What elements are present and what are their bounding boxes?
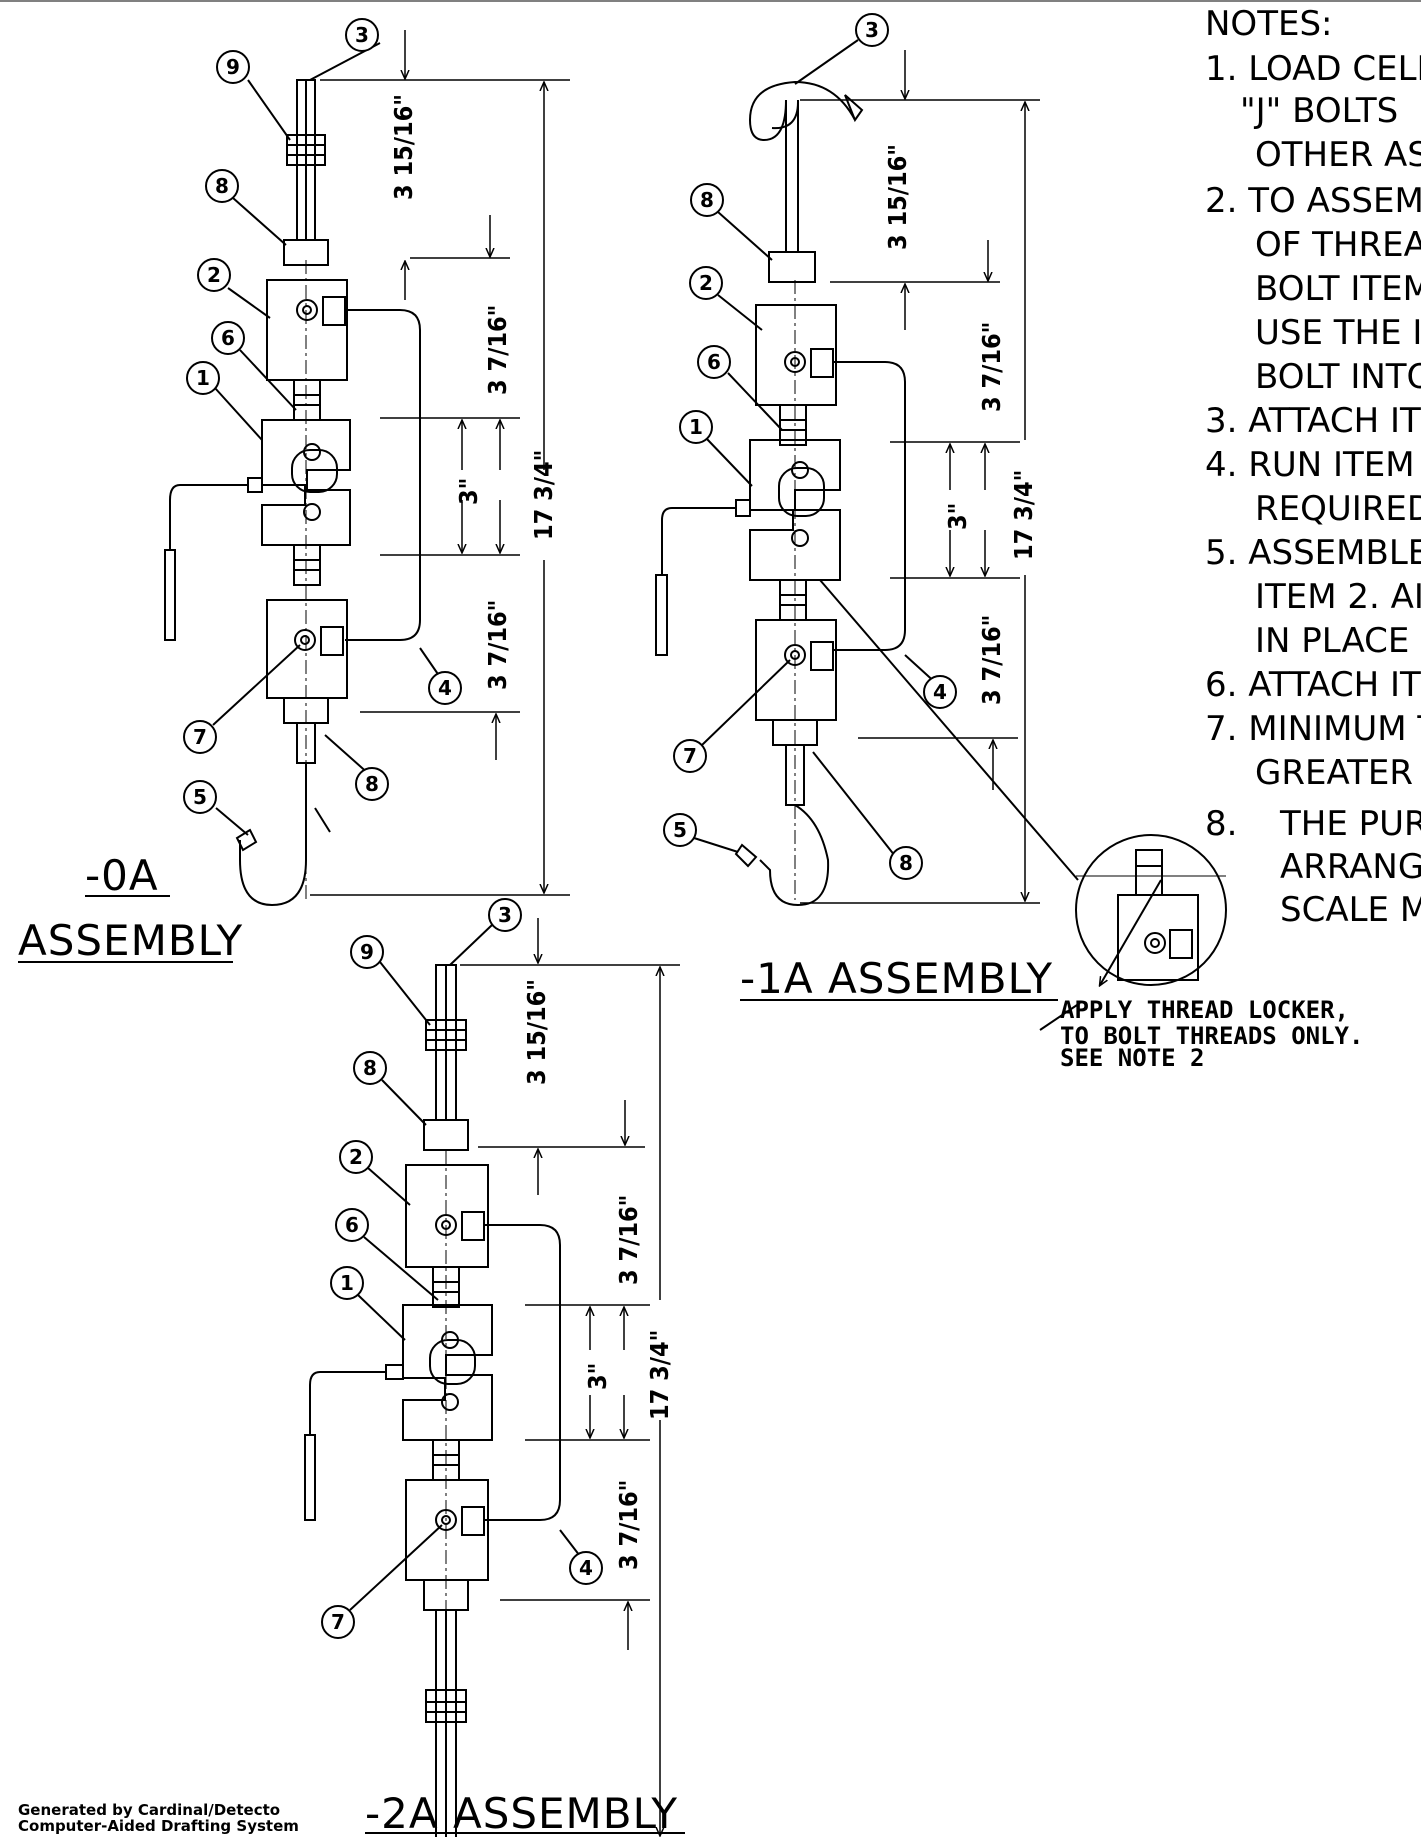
note-line: ITEM 2. AI (1255, 577, 1421, 617)
note-line: REQUIRED. (1255, 489, 1421, 529)
note-line: 3. ATTACH IT (1205, 401, 1421, 441)
note-line: 7. MINIMUM T (1205, 709, 1421, 749)
balloon-1a-3: 3 (865, 18, 879, 42)
balloon-0a-9: 9 (226, 55, 240, 79)
note-line: 5. ASSEMBLE (1205, 533, 1421, 573)
balloon-2a-8: 8 (363, 1056, 377, 1080)
note-line: SCALE MA (1280, 890, 1421, 930)
note-line: GREATER (1255, 753, 1413, 793)
assembly-1a-balloons (663, 13, 957, 880)
footer-line1: Generated by Cardinal/Detecto (18, 1801, 280, 1819)
dim-1a-17-3-4: 17 3/4" (1009, 470, 1038, 560)
note-line: USE THE I (1255, 313, 1421, 353)
assembly-2a (304, 964, 561, 1837)
balloon-2a-3: 3 (498, 903, 512, 927)
note-line: 6. ATTACH IT (1205, 665, 1421, 705)
dim-2a-3-7-16-upper: 3 7/16" (614, 1195, 643, 1285)
assembly-1a-dimensions (800, 50, 1040, 904)
assembly-0a-dimensions (310, 30, 570, 896)
balloon-0a-7: 7 (193, 725, 207, 749)
detail-note-line1: APPLY THREAD LOCKER, (1060, 996, 1349, 1024)
assembly-0a-title-line1: -0A (85, 851, 159, 900)
balloon-2a-4: 4 (579, 1556, 593, 1580)
note-line: OF THREA (1255, 225, 1421, 265)
note-line: "J" BOLTS (1240, 91, 1398, 131)
notes-title: NOTES: (1205, 4, 1332, 44)
assembly-0a-balloons (183, 18, 462, 836)
balloon-1a-1: 1 (689, 415, 703, 439)
detail-view (1075, 834, 1227, 985)
balloon-1a-4: 4 (933, 680, 947, 704)
note-line: IN PLACE (1255, 621, 1409, 661)
balloon-0a-4: 4 (438, 676, 452, 700)
balloon-0a-8: 8 (215, 174, 229, 198)
note-line: 1. LOAD CELL (1205, 49, 1421, 89)
dim-1a-3-7-16-lower: 3 7/16" (977, 615, 1006, 705)
note-line: BOLT ITEM (1255, 269, 1421, 309)
note-line: ARRANGE (1280, 847, 1421, 887)
dim-1a-3: 3" (943, 503, 972, 530)
assembly-2a-balloons (321, 898, 603, 1639)
dim-2a-17-3-4: 17 3/4" (645, 1330, 674, 1420)
balloon-2a-9: 9 (360, 940, 374, 964)
balloon-1a-8: 8 (700, 188, 714, 212)
dim-0a-17-3-4: 17 3/4" (529, 450, 558, 540)
balloon-1a-2: 2 (699, 271, 713, 295)
balloon-0a-2: 2 (207, 263, 221, 287)
note-line: OTHER AS (1255, 135, 1421, 175)
note-line: 8. (1205, 804, 1237, 844)
balloon-1a-6: 6 (707, 350, 721, 374)
balloon-2a-6: 6 (345, 1213, 359, 1237)
balloon-2a-7: 7 (331, 1610, 345, 1634)
note-line: BOLT INTO (1255, 357, 1421, 397)
dim-2a-3-15-16: 3 15/16" (522, 979, 551, 1085)
note-line: 4. RUN ITEM (1205, 445, 1415, 485)
assembly-2a-title: -2A ASSEMBLY (365, 1789, 678, 1837)
assembly-0a (164, 79, 421, 907)
balloon-2a-1: 1 (340, 1271, 354, 1295)
dim-1a-3-15-16: 3 15/16" (883, 144, 912, 250)
balloon-2a-2: 2 (349, 1145, 363, 1169)
detail-note-line2: TO BOLT THREADS ONLY. (1060, 1022, 1363, 1050)
assembly-0a-title-line2: ASSEMBLY (18, 916, 243, 965)
balloon-0a-6: 6 (221, 326, 235, 350)
dim-2a-3-7-16-lower: 3 7/16" (614, 1480, 643, 1570)
assembly-2a-dimensions (460, 918, 680, 1835)
balloon-1a-5: 5 (673, 818, 687, 842)
note-line: 2. TO ASSEMB (1205, 181, 1421, 221)
balloon-1a-8b: 8 (899, 851, 913, 875)
dim-2a-3: 3" (583, 1363, 612, 1390)
dim-0a-3: 3" (454, 478, 483, 505)
note-line: THE PURC (1279, 804, 1421, 844)
dim-1a-3-7-16-upper: 3 7/16" (977, 322, 1006, 412)
assembly-1a-title: -1A ASSEMBLY (740, 954, 1053, 1003)
footer-line2: Computer-Aided Drafting System (18, 1817, 299, 1835)
notes-block: NOTES: 1. LOAD CELL "J" BOLTS OTHER AS 2… (1205, 4, 1421, 930)
assembly-1a (655, 80, 1079, 907)
dim-0a-3-15-16: 3 15/16" (389, 94, 418, 200)
balloon-1a-7: 7 (683, 744, 697, 768)
detail-note-line3: SEE NOTE 2 (1060, 1044, 1205, 1072)
balloon-0a-5: 5 (193, 785, 207, 809)
balloon-0a-8b: 8 (365, 772, 379, 796)
dim-0a-3-7-16-lower: 3 7/16" (483, 600, 512, 690)
balloon-0a-1: 1 (196, 366, 210, 390)
dim-0a-3-7-16-upper: 3 7/16" (483, 305, 512, 395)
balloon-0a-3: 3 (355, 23, 369, 47)
